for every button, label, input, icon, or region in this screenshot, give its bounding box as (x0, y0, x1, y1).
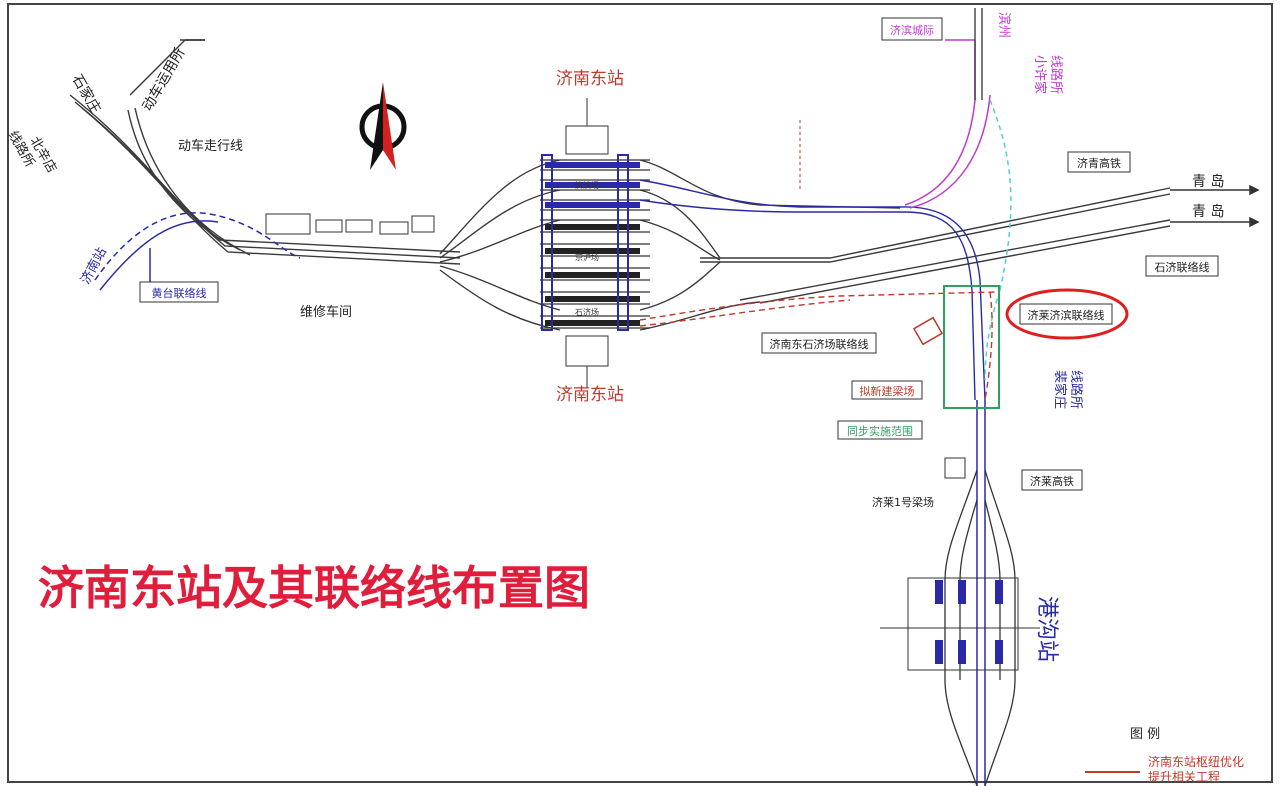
station-building-north (565, 125, 609, 155)
label-xiaoxujia: 小许家线路所 (1032, 55, 1064, 94)
label-weixiu: 维修车间 (300, 304, 352, 320)
label-box-tongbu (837, 420, 923, 440)
label-binzhou: 滨州 (996, 12, 1012, 38)
label-shijichang: 济南东石济场联络线 (770, 337, 869, 351)
label-jilai: 济莱高铁 (1030, 474, 1074, 488)
shiji-yard-connection (639, 291, 996, 401)
cyan-connection (984, 99, 1012, 381)
label-box-jibin (881, 17, 943, 41)
yard-label-lower: 石济场 (575, 307, 599, 317)
jibin-yard-tracks (639, 179, 986, 401)
main-tracks (69, 39, 1171, 331)
yard-label-middle: 京沪场 (575, 252, 599, 262)
label-box-jilai-jibin (1019, 303, 1113, 325)
label-peijiazhuang: 裴家庄线路所 (1052, 370, 1084, 409)
label-gangou-station: 港沟站 (1034, 596, 1059, 662)
yard-tracks (540, 159, 650, 329)
north-arrow-icon (359, 82, 407, 170)
label-tongbu: 同步实施范围 (847, 424, 913, 438)
gangou-platforms (935, 580, 1003, 664)
station-building-south (565, 335, 609, 367)
highlight-ellipse (1005, 288, 1129, 340)
gangou-tracks (944, 469, 1016, 786)
label-qingdao-1: 青 岛 (1192, 174, 1224, 190)
station-label-bottom: 济南东站 (556, 385, 624, 405)
label-box-niliangchang (851, 380, 923, 400)
label-beixindian: 北辛店线路所 (5, 121, 59, 184)
label-box-huangtai (139, 281, 219, 303)
label-qingdao-2: 青 岛 (1192, 204, 1224, 220)
sync-range-box (943, 285, 1000, 409)
jibin-intercity-line (904, 39, 991, 209)
label-jiqing: 济青高铁 (1077, 156, 1121, 170)
yard-label-upper: 济滨场 (575, 180, 599, 190)
label-dongche-zouxing: 动车走行线 (178, 138, 243, 154)
label-box-jilai (1021, 469, 1083, 491)
label-niliangchang: 拟新建梁场 (860, 384, 915, 398)
label-jibin-chengji: 济滨城际 (890, 23, 934, 37)
platforms (541, 154, 640, 331)
label-shijiazhuang: 石家庄 (69, 72, 105, 117)
diagram-title: 济南东站及其联络线布置图 (38, 561, 590, 615)
arrow-right-icon (185, 39, 1260, 228)
label-box-shiji (1145, 255, 1219, 277)
label-jilai-liangchang: 济莱1号梁场 (872, 495, 934, 509)
label-box-jiqing (1067, 151, 1131, 173)
gangou-building (907, 577, 1019, 671)
legend-item: 济南东站枢纽优化提升相关工程 (1148, 754, 1244, 784)
station-label-top: 济南东站 (556, 69, 624, 89)
south-line (976, 400, 986, 786)
depot-boxes (265, 213, 435, 235)
legend-title: 图 例 (1130, 727, 1160, 742)
jilai-beam-yard-box (944, 457, 966, 479)
new-beam-yard-box (912, 316, 944, 346)
diagram-frame (7, 3, 1273, 783)
label-jilai-jibin: 济莱济滨联络线 (1028, 308, 1105, 322)
label-jinan-station: 济南站 (77, 245, 109, 287)
label-box-shijichang (761, 332, 877, 354)
label-shiji: 石济联络线 (1155, 260, 1210, 274)
label-huangtai: 黄台联络线 (152, 286, 207, 300)
north-line (974, 8, 983, 100)
